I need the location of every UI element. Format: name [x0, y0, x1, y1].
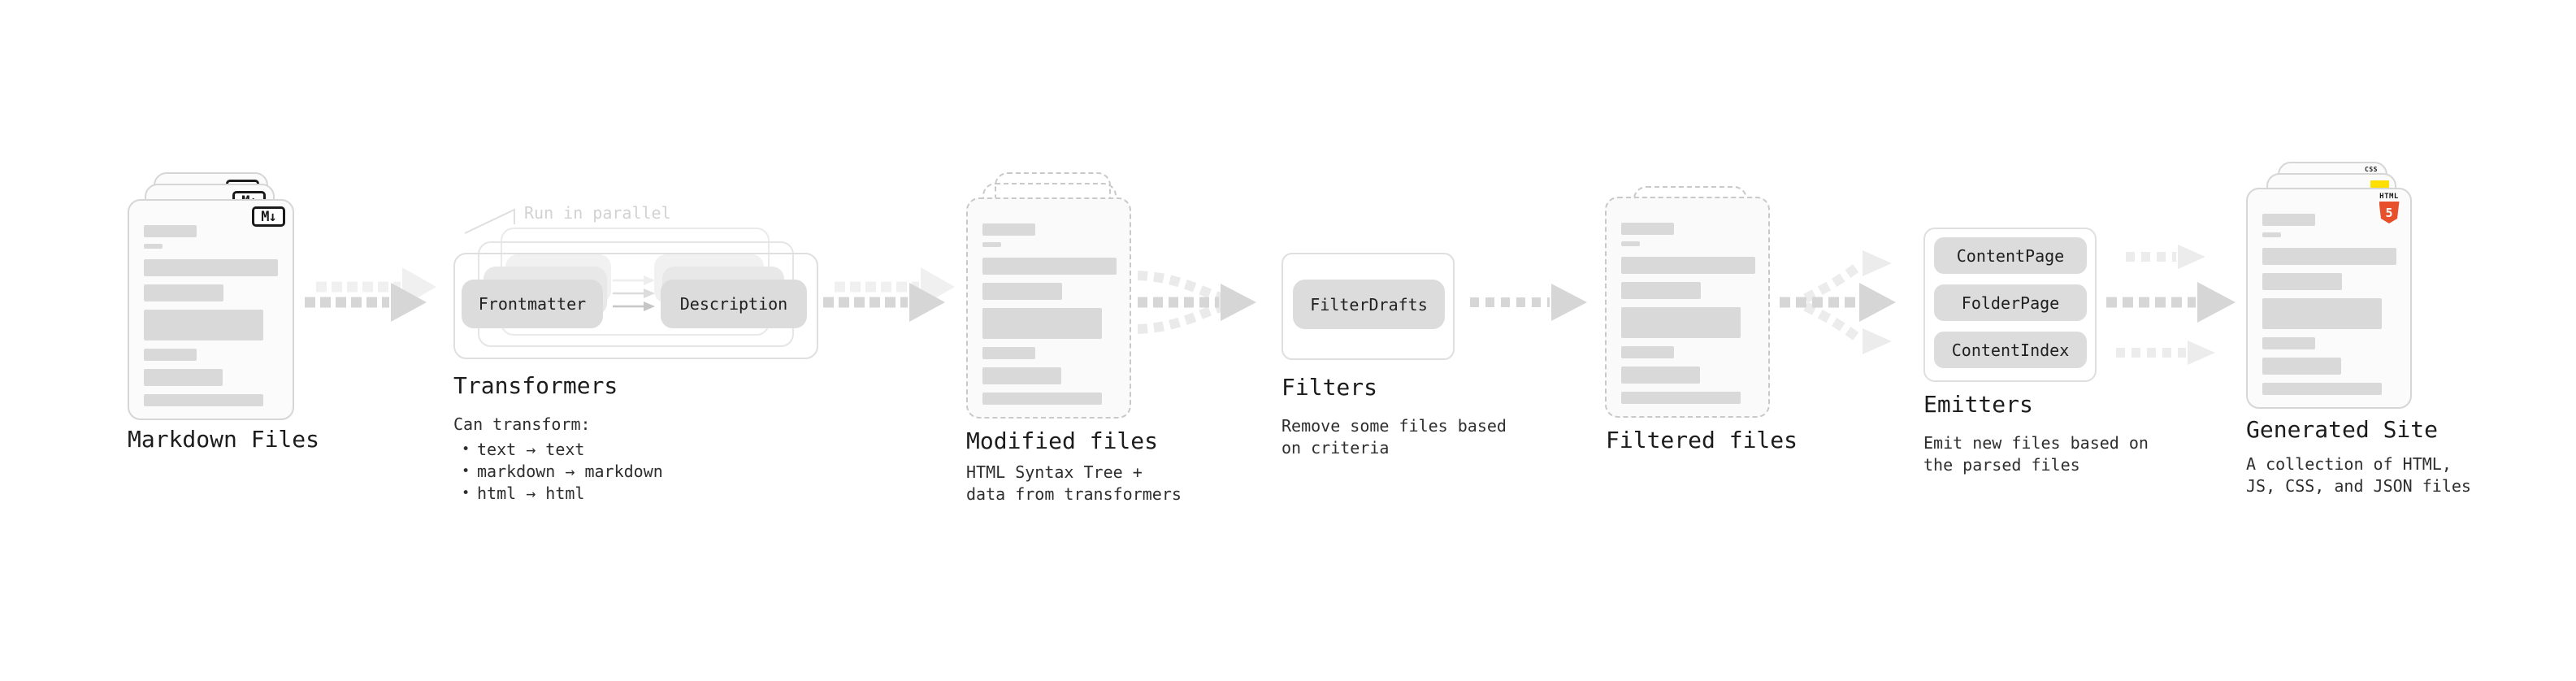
bullet-item: • markdown → markdown: [462, 461, 663, 483]
transform-mini-arrows: [613, 275, 655, 311]
transformers-desc-heading: Can transform:: [453, 414, 591, 434]
markdown-icon: M↓: [252, 206, 285, 227]
folderpage-pill: FolderPage: [1934, 284, 2087, 321]
arrow-filtered-to-emitters: [1780, 250, 1896, 354]
bullet-dot: •: [462, 485, 471, 501]
modified-file-card: [966, 197, 1131, 419]
run-in-parallel-label: Run in parallel: [524, 203, 671, 223]
arrow-markdown-to-transformers: [305, 267, 436, 322]
modified-files-desc: HTML Syntax Tree + data from transformer…: [966, 462, 1182, 504]
frontmatter-pill: Frontmatter: [462, 280, 603, 328]
filtered-files-title: Filtered files: [1606, 427, 1798, 453]
filtered-file-card: [1605, 197, 1770, 418]
contentpage-pill: ContentPage: [1934, 237, 2087, 274]
generated-site-desc: A collection of HTML, JS, CSS, and JSON …: [2246, 454, 2471, 496]
filters-container: [1281, 253, 1455, 360]
filterdrafts-pill: FilterDrafts: [1293, 280, 1445, 329]
markdown-file-card: M↓: [128, 199, 294, 420]
js-icon: [2370, 180, 2389, 189]
arrow-filters-to-filtered: [1470, 284, 1587, 321]
modified-files-title: Modified files: [966, 427, 1159, 454]
filters-title: Filters: [1281, 374, 1378, 401]
transformers-bullet-list: • text → text • markdown → markdown • ht…: [462, 439, 663, 505]
bullet-text: markdown → markdown: [477, 462, 663, 481]
emitters-title: Emitters: [1923, 391, 2033, 418]
bullet-item: • text → text: [462, 439, 663, 461]
transformers-title: Transformers: [453, 372, 618, 399]
arrow-modified-to-filters: [1137, 271, 1256, 334]
transformer-container: [453, 253, 818, 359]
description-pill: Description: [661, 280, 807, 328]
text-placeholder-bars: [982, 223, 1117, 405]
bullet-text: html → html: [477, 484, 585, 503]
filters-desc: Remove some files based on criteria: [1281, 416, 1507, 458]
text-placeholder-bars: [144, 225, 278, 406]
text-placeholder-bars: [1621, 223, 1755, 404]
emitters-container: [1923, 228, 2097, 382]
emitters-desc: Emit new files based on the parsed files: [1923, 433, 2149, 475]
text-placeholder-bars: [2262, 214, 2396, 395]
html5-icon: HTML 5: [2377, 193, 2401, 223]
arrow-emitters-to-generated: [2106, 245, 2236, 365]
annotation-leader-line: [464, 208, 515, 234]
bullet-dot: •: [462, 441, 471, 458]
bullet-dot: •: [462, 463, 471, 479]
contentindex-pill: ContentIndex: [1934, 332, 2087, 368]
arrow-transformers-to-modified: [823, 267, 955, 322]
markdown-files-title: Markdown Files: [128, 426, 320, 453]
generated-site-title: Generated Site: [2246, 416, 2439, 443]
bullet-item: • html → html: [462, 483, 663, 505]
generated-site-card: HTML 5: [2246, 188, 2412, 409]
bullet-text: text → text: [477, 440, 585, 459]
